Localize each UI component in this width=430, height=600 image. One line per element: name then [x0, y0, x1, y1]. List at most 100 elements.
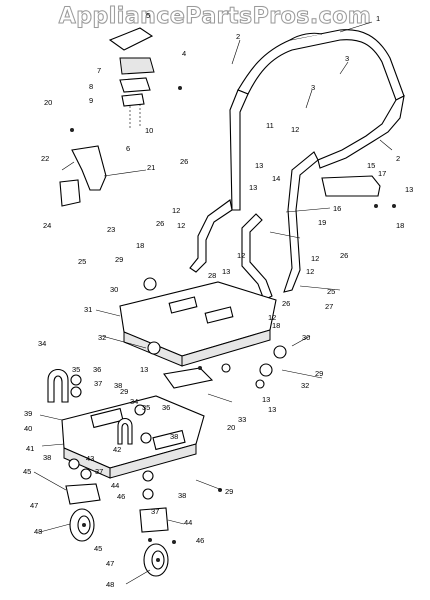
callout-6: 6	[126, 144, 131, 153]
callout-13d: 13	[222, 267, 231, 276]
lower-chassis[interactable]	[61, 395, 205, 479]
callout-42: 42	[113, 445, 122, 454]
callout-47a: 47	[30, 501, 39, 510]
callout-44b: 44	[184, 518, 193, 527]
caster-left[interactable]	[65, 483, 101, 542]
callout-41: 41	[26, 444, 35, 453]
callout-29c: 29	[120, 387, 129, 396]
callout-16: 16	[333, 204, 342, 213]
caster-right[interactable]	[139, 507, 169, 577]
callout-13c: 13	[405, 185, 414, 194]
callout-23: 23	[107, 225, 116, 234]
callout-36a: 36	[93, 365, 102, 374]
callout-37c: 37	[151, 507, 160, 516]
callout-3: 3	[345, 54, 350, 63]
callout-38a: 38	[114, 381, 123, 390]
callout-8: 8	[89, 82, 94, 91]
callout-12d: 12	[311, 254, 320, 263]
callout-47b: 47	[106, 559, 115, 568]
callout-26b: 26	[156, 219, 165, 228]
callout-12e: 12	[306, 267, 315, 276]
callout-46b: 46	[196, 536, 205, 545]
callout-36b: 36	[162, 403, 171, 412]
leader-lines	[33, 21, 393, 585]
callout-35a: 35	[72, 365, 81, 374]
side-panel[interactable]	[71, 145, 107, 191]
lower-handle-arms[interactable]	[189, 151, 319, 301]
callout-44a: 44	[111, 481, 120, 490]
callout-48a: 48	[34, 527, 43, 536]
callout-34b: 34	[130, 397, 139, 406]
callout-20a: 20	[44, 98, 53, 107]
callout-31: 31	[84, 305, 93, 314]
callout-4: 4	[182, 49, 187, 58]
callout-11: 11	[266, 121, 274, 130]
callout-29a: 29	[115, 255, 124, 264]
callout-14: 14	[272, 174, 281, 183]
callout-35b: 35	[142, 403, 151, 412]
callout-12g: 12	[268, 313, 277, 322]
callout-22: 22	[41, 154, 50, 163]
callout-29d: 29	[225, 487, 234, 496]
callout-19: 19	[318, 218, 327, 227]
callout-13f: 13	[262, 395, 271, 404]
u-bolt-right[interactable]	[117, 417, 133, 445]
callout-38d: 38	[178, 491, 187, 500]
base-frame[interactable]	[119, 281, 277, 367]
callout-26d: 26	[282, 299, 291, 308]
callout-3b: 3	[311, 83, 316, 92]
callout-24: 24	[43, 221, 52, 230]
callout-9: 9	[89, 96, 94, 105]
callout-13e: 13	[140, 365, 149, 374]
callout-17: 17	[378, 169, 387, 178]
callout-12c: 12	[177, 221, 186, 230]
callout-12a: 12	[291, 125, 300, 134]
callout-7: 7	[97, 66, 102, 75]
callout-1: 1	[376, 14, 381, 23]
callout-40: 40	[24, 424, 33, 433]
callout-33: 33	[238, 415, 247, 424]
callout-25a: 25	[78, 257, 87, 266]
callout-48b: 48	[106, 580, 115, 589]
callout-37a: 37	[94, 379, 103, 388]
callout-28: 28	[208, 271, 217, 280]
callout-13g: 13	[268, 405, 277, 414]
callout-27: 27	[325, 302, 334, 311]
control-bracket[interactable]	[321, 175, 381, 197]
callout-30a: 30	[110, 285, 119, 294]
callout-37b: 37	[95, 467, 104, 476]
callout-18b: 18	[136, 241, 145, 250]
callout-2: 2	[236, 32, 241, 41]
callout-26a: 26	[180, 157, 189, 166]
callout-10: 10	[145, 126, 154, 135]
callout-32b: 32	[301, 381, 310, 390]
hand-control-assembly[interactable]	[108, 27, 155, 128]
callout-32a: 32	[98, 333, 107, 342]
watermark-text: AppliancePartsPros.com	[58, 4, 372, 30]
callout-43: 43	[86, 454, 95, 463]
callout-38b: 38	[170, 432, 179, 441]
callout-20b: 20	[227, 423, 236, 432]
u-bolt-left[interactable]	[47, 368, 69, 403]
callout-12f: 12	[237, 251, 246, 260]
callout-25b: 25	[327, 287, 336, 296]
step-plate[interactable]	[163, 367, 214, 389]
callout-30b: 30	[302, 333, 311, 342]
mounting-bracket[interactable]	[59, 179, 81, 207]
callout-13a: 13	[255, 161, 264, 170]
callout-34a: 34	[38, 339, 47, 348]
callout-2b: 2	[396, 154, 401, 163]
callout-46a: 46	[117, 492, 126, 501]
callout-39: 39	[24, 409, 33, 418]
callout-12b: 12	[172, 206, 181, 215]
callout-21: 21	[147, 163, 156, 172]
callout-13b: 13	[249, 183, 258, 192]
handle-frame[interactable]	[229, 29, 405, 211]
callout-15: 15	[367, 161, 376, 170]
callout-18c: 18	[272, 321, 281, 330]
callout-45b: 45	[94, 544, 103, 553]
hardware-stacks	[68, 86, 396, 544]
callout-5: 5	[146, 11, 151, 20]
callout-29b: 29	[315, 369, 324, 378]
